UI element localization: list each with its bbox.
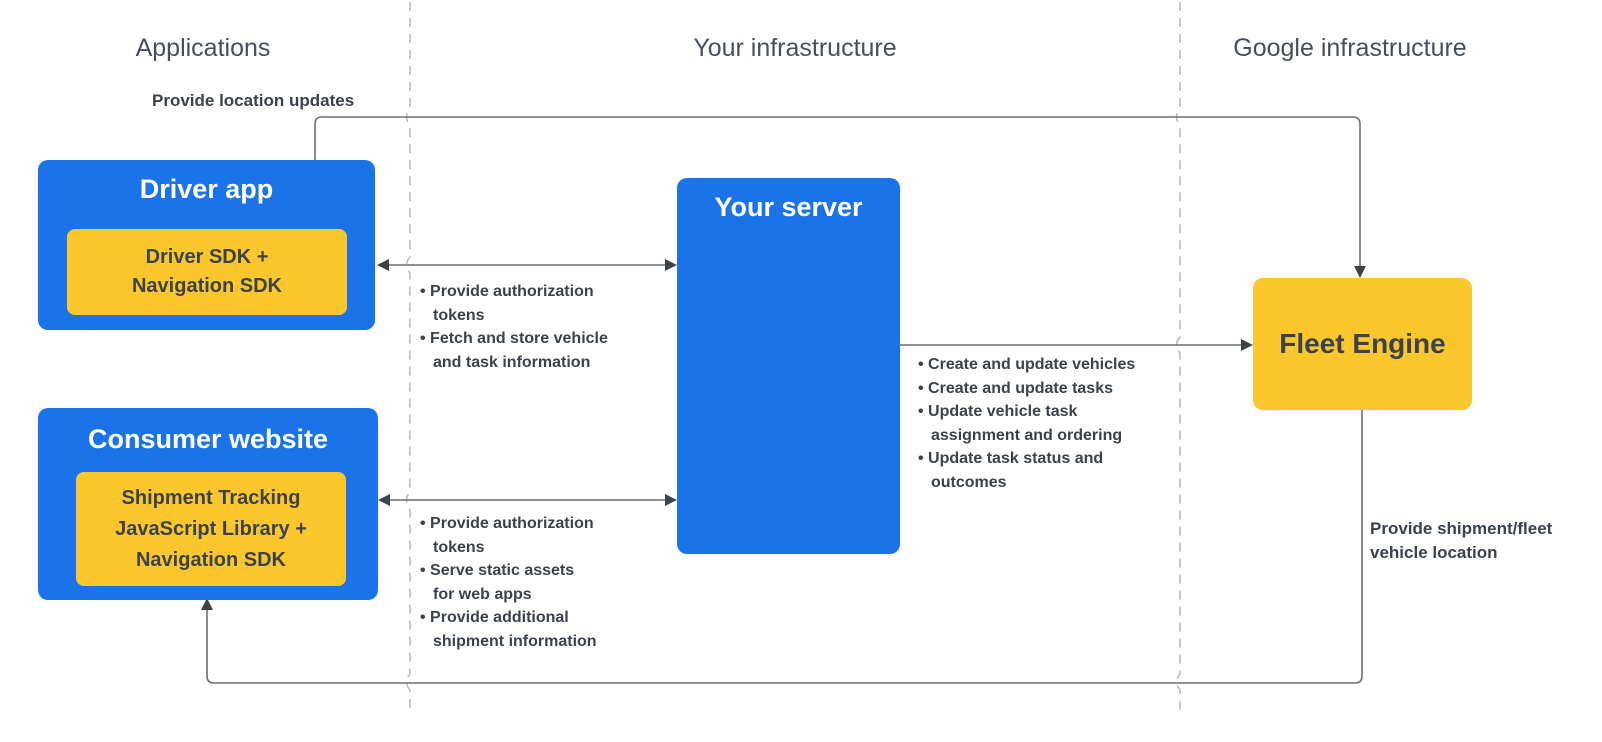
bullet-line: • Provide authorization xyxy=(420,515,594,532)
bullet-line: • Provide additional xyxy=(420,609,569,626)
connector-edges xyxy=(206,116,1363,684)
arrowheads xyxy=(201,259,1366,610)
edge-fleet-engine-to-consumer-website xyxy=(206,410,1363,684)
arrowhead-into-fleet-engine-top xyxy=(1354,266,1366,278)
arrowhead-into-fleet-engine-left xyxy=(1241,339,1253,351)
shipment-tracking-line: JavaScript Library + xyxy=(115,517,307,540)
lane-header-google-infrastructure: Google infrastructure xyxy=(1233,34,1467,62)
arrowhead-into-your-server-upper xyxy=(665,259,677,271)
server-fleet-edge-bullets: • Create and update vehicles • Create an… xyxy=(918,353,1188,494)
driver-sdk-line: Navigation SDK xyxy=(131,275,283,297)
bullet-line: • Fetch and store vehicle xyxy=(420,330,608,347)
bullet-line: • Update vehicle task xyxy=(918,403,1078,420)
label-provide-location-updates: Provide location updates xyxy=(152,91,355,110)
driver-app-box: Driver app Driver SDK + Navigation SDK xyxy=(38,160,375,330)
lane-header-applications: Applications xyxy=(135,34,271,62)
bullet-line: • Create and update tasks xyxy=(918,379,1113,397)
driver-app-title: Driver app xyxy=(139,174,274,204)
bullet-line: • Serve static assets xyxy=(420,562,575,579)
fleet-engine-title: Fleet Engine xyxy=(1279,328,1446,359)
bullet-line: tokens xyxy=(433,538,485,556)
driver-sdk-line: Driver SDK + xyxy=(145,246,269,268)
arrowhead-into-consumer-website-right xyxy=(378,494,390,506)
arrowhead-into-your-server-lower xyxy=(665,494,677,506)
lane-header-your-infrastructure: Your infrastructure xyxy=(693,34,897,62)
bullet-line: outcomes xyxy=(931,473,1007,491)
driver-sdk-box: Driver SDK + Navigation SDK xyxy=(67,229,347,315)
bullet-line: • Update task status and xyxy=(918,450,1104,467)
your-server-box: Your server xyxy=(677,178,900,554)
bullet-line: • Provide authorization xyxy=(420,283,594,300)
shipment-tracking-line: Navigation SDK xyxy=(135,548,287,571)
bullet-line: and task information xyxy=(433,353,591,371)
consumer-website-title: Consumer website xyxy=(87,424,329,454)
driver-server-edge-bullets: • Provide authorization tokens • Fetch a… xyxy=(420,280,660,374)
shipment-tracking-library-box: Shipment Tracking JavaScript Library + N… xyxy=(76,472,346,586)
shipment-tracking-line: Shipment Tracking xyxy=(121,486,301,509)
bullet-line: for web apps xyxy=(433,585,532,603)
consumer-server-edge-bullets: • Provide authorization tokens • Serve s… xyxy=(420,512,660,653)
label-provide-shipment-fleet-vehicle-location: Provide shipment/fleet vehicle location xyxy=(1370,517,1552,564)
bullet-line: shipment information xyxy=(433,632,597,650)
your-server-title: Your server xyxy=(714,192,863,222)
fleet-engine-box: Fleet Engine xyxy=(1253,278,1472,410)
edge-driver-sdk-to-fleet-engine xyxy=(314,116,1361,267)
divider-applications-your-infrastructure xyxy=(405,2,411,712)
label-line: Provide shipment/fleet xyxy=(1370,519,1553,538)
bullet-line: tokens xyxy=(433,306,485,324)
arrowhead-into-driver-app xyxy=(377,259,389,271)
bullet-line: • Create and update vehicles xyxy=(918,356,1136,373)
consumer-website-box: Consumer website Shipment Tracking JavaS… xyxy=(38,408,378,600)
bullet-line: assignment and ordering xyxy=(931,426,1123,444)
label-line: vehicle location xyxy=(1370,542,1498,562)
arrowhead-into-consumer-website-bottom xyxy=(201,598,213,610)
